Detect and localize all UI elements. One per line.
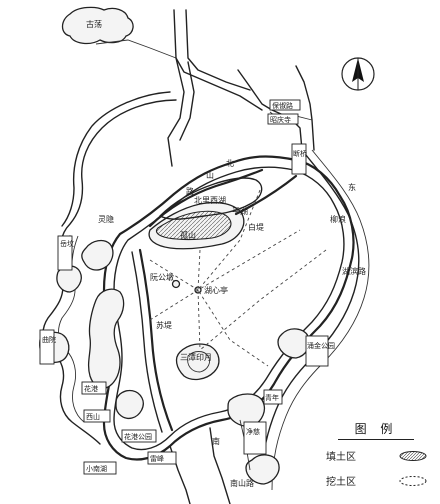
label-huxin: 湖心亭	[204, 285, 228, 295]
label-liulang: 柳浪	[330, 214, 346, 224]
boat-line-5	[199, 249, 327, 351]
label-baidi: 白堤	[248, 222, 264, 232]
label-xiaonan: 小南湖	[86, 464, 107, 473]
box-yuequan	[57, 235, 73, 271]
label-road: 路	[186, 186, 194, 196]
label-gushan: 孤山	[180, 230, 196, 240]
label-duanqiao: 断桥	[293, 149, 307, 158]
label-baochu: 保俶路	[272, 101, 293, 110]
west-lake-island-3	[115, 389, 144, 420]
legend-row-fill: 填土区	[326, 448, 428, 463]
label-north-inner: 北里西湖	[194, 196, 226, 205]
road-north-4	[167, 57, 185, 167]
boat-line-6	[149, 289, 199, 321]
east-road-2	[271, 149, 370, 491]
label-zhaoqing: 昭庆寺	[270, 115, 291, 124]
dig-area-swatch	[399, 475, 427, 486]
label-jingci: 净慈	[246, 427, 260, 436]
boat-line-3	[197, 249, 269, 367]
label-leifeng: 雷峰	[150, 454, 164, 463]
baidi-causeway	[234, 174, 298, 216]
north-dike	[148, 168, 264, 228]
label-qingnian: 青年	[265, 393, 279, 402]
boat-line-4	[197, 189, 261, 291]
box-jingci	[243, 421, 267, 455]
fill-area-swatch	[399, 450, 427, 461]
label-gudang: 古荡	[86, 19, 102, 29]
box-leifeng	[147, 451, 177, 465]
box-xishan	[83, 409, 111, 423]
legend-title: 图 例	[338, 420, 414, 440]
label-huabei: 花港	[84, 384, 98, 393]
box-yongjin	[305, 335, 329, 367]
legend-fill-label: 填土区	[326, 452, 356, 463]
west-contour-2	[61, 91, 171, 227]
road-north-5	[179, 61, 195, 141]
label-dong: 东	[348, 182, 356, 192]
xiaoyingzhou-island	[175, 343, 220, 381]
ne-road-2	[295, 65, 315, 151]
road-north-1	[95, 39, 177, 59]
label-westlake-east: 湖滨路	[342, 266, 366, 276]
label-quyuan: 曲院	[42, 335, 56, 344]
label-sudi: 苏堤	[156, 320, 172, 330]
east-road	[261, 149, 360, 481]
sudi-causeway	[138, 248, 174, 432]
label-lingyin: 灵隐	[98, 214, 114, 224]
label-nanshan-road: 南山路	[230, 478, 254, 488]
gudang-area	[61, 6, 134, 45]
label-pingyi: 平湖	[232, 207, 248, 216]
box-huagang-park	[121, 429, 157, 443]
road-north-3	[185, 9, 251, 91]
box-huabei	[81, 381, 107, 395]
zhaoqing-box	[267, 113, 299, 125]
label-xishan: 西山	[86, 412, 100, 421]
north-arrow-icon	[341, 57, 375, 91]
box-xiaonan	[83, 461, 117, 475]
label-huagang-park: 花港公园	[124, 432, 152, 441]
sudi-causeway-2	[131, 251, 163, 433]
label-ruangong: 阮公墩	[150, 272, 174, 282]
label-yuequan: 岳坟	[60, 239, 74, 248]
label-south: 南	[212, 436, 220, 446]
legend-dig-label: 挖土区	[326, 477, 356, 488]
lake-shore-inner	[113, 166, 345, 451]
label-north: 北	[226, 159, 234, 168]
label-shan: 山	[206, 170, 214, 180]
legend-row-dig: 挖土区	[326, 473, 428, 488]
road-north-2	[173, 9, 263, 111]
boat-line-2	[197, 289, 201, 351]
south-blob	[227, 393, 266, 427]
box-qingnian	[263, 389, 283, 405]
south-road-2	[209, 427, 231, 504]
label-yongjin: 涌金公园	[307, 341, 335, 350]
legend: 图 例 填土区 挖土区	[318, 420, 434, 500]
box-duanqiao	[291, 143, 307, 175]
xiaoyingzhou-inner	[187, 351, 211, 373]
ruangong-islet	[171, 279, 181, 289]
west-lake-islands	[87, 288, 125, 389]
north-inner-lake	[159, 177, 263, 220]
west-contour	[59, 99, 177, 263]
gushan-hatch	[155, 210, 232, 241]
box-quyuan	[39, 329, 55, 365]
se-patch	[245, 454, 280, 485]
se-small-pond	[277, 328, 310, 359]
baochu-box	[269, 99, 301, 111]
label-xiaoyingzhou: 三潭印月	[180, 353, 212, 362]
west-lake-island-2	[81, 239, 114, 271]
